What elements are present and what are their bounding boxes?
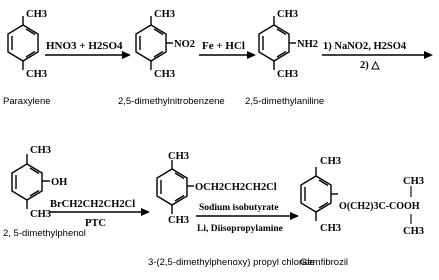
- compound-paraxylene: CH3 CH3 Paraxylene: [3, 9, 51, 107]
- reaction-arrow-alkylation: BrCH2CH2CH2Cl PTC: [49, 199, 150, 229]
- reagent-label-above: Sodium isobutyrate: [199, 203, 278, 213]
- compound-caption: 3-(2,5-dimethylphenoxy) propyl chloride: [148, 257, 315, 268]
- reaction-arrow-reduction: Fe + HCl: [199, 40, 256, 59]
- reagent-label: HNO3 + H2SO4: [46, 40, 123, 52]
- ch3-top-label: CH3: [30, 145, 51, 156]
- reagent-label-below: Li, Diisopropylamine: [197, 224, 283, 234]
- reagent-label-below: PTC: [85, 218, 106, 229]
- compound-dimethylnitrobenzene: CH3 NO2 CH3 2,5-dimethylnitrobenzene: [118, 9, 225, 107]
- ch3-bottom-label: CH3: [320, 223, 341, 234]
- chain-ch3-top-label: CH3: [403, 176, 424, 187]
- chain-ch3-bottom-label: CH3: [403, 226, 424, 237]
- compound-caption: 2,5-dimethylnitrobenzene: [118, 96, 225, 107]
- ch3-top-label: CH3: [154, 9, 175, 20]
- compound-dimethylaniline: CH3 NH2 CH3 2,5-dimethylaniline: [245, 9, 324, 107]
- compound-caption: Paraxylene: [3, 96, 51, 107]
- compound-caption: Gemfibrozil: [300, 257, 348, 268]
- side-chain-label: O(CH2)3C-COOH: [339, 201, 420, 212]
- reaction-arrow-nitration: HNO3 + H2SO4: [45, 40, 131, 59]
- compound-dimethylphenoxy-propyl-chloride: CH3 OCH2CH2CH2Cl CH3 3-(2,5-dimethylphen…: [148, 151, 315, 268]
- ch3-bottom-label: CH3: [26, 69, 47, 80]
- nh2-label: NH2: [297, 39, 318, 50]
- reaction-arrow-alkylation-isobutyrate: Sodium isobutyrate Li, Diisopropylamine: [196, 203, 299, 234]
- ch3-bottom-label: CH3: [168, 215, 189, 226]
- ch3-top-label: CH3: [168, 151, 189, 162]
- no2-label: NO2: [174, 39, 195, 50]
- reagent-label-line2: 2) △: [360, 60, 380, 71]
- ch3-bottom-label: CH3: [30, 209, 51, 220]
- compound-dimethylphenol: CH3 OH CH3 2, 5-dimethylphenol: [3, 145, 86, 239]
- compound-gemfibrozil: CH3 O(CH2)3C-COOH CH3 CH3 CH3 Gemfibrozi…: [300, 156, 424, 268]
- reaction-arrow-diazotization: 1) NaNO2, H2SO4 2) △: [322, 41, 433, 71]
- compound-caption: 2,5-dimethylaniline: [245, 96, 324, 107]
- reagent-label-above: BrCH2CH2CH2Cl: [50, 199, 135, 210]
- ch3-bottom-label: CH3: [154, 69, 175, 80]
- oh-label: OH: [51, 177, 67, 188]
- ch3-top-label: CH3: [26, 9, 47, 20]
- ch3-top-label: CH3: [277, 9, 298, 20]
- reagent-label-line1: 1) NaNO2, H2SO4: [323, 41, 407, 52]
- reagent-label: Fe + HCl: [202, 40, 245, 52]
- ch3-bottom-label: CH3: [277, 69, 298, 80]
- ether-chain-label: OCH2CH2CH2Cl: [195, 182, 277, 193]
- ch3-top-label: CH3: [320, 156, 341, 167]
- compound-caption: 2, 5-dimethylphenol: [3, 228, 86, 239]
